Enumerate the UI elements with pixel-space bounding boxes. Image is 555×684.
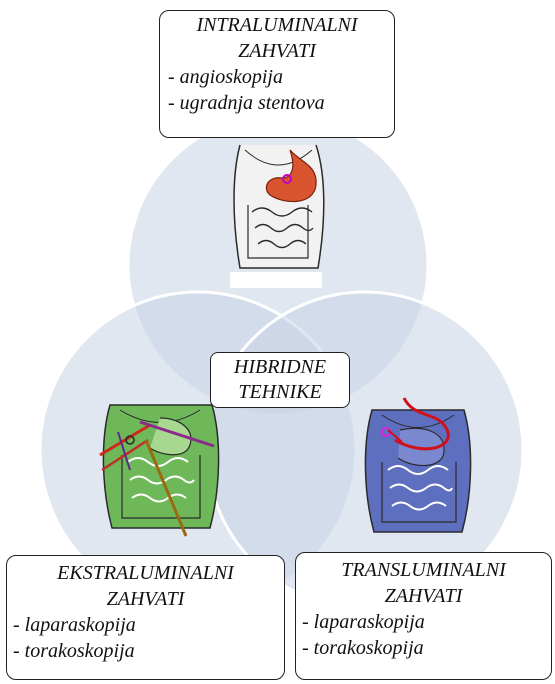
transluminal-box: TRANSLUMINALNI ZAHVATI - laparaskopija -…: [295, 552, 552, 680]
extraluminal-title-line-1: EKSTRALUMINALNI: [13, 560, 278, 586]
intraluminal-box: INTRALUMINALNI ZAHVATI - angioskopija - …: [159, 10, 395, 138]
extraluminal-title-line-2: ZAHVATI: [13, 586, 278, 612]
intraluminal-title-line-1: INTRALUMINALNI: [168, 12, 386, 38]
torso-extraluminal-icon: [100, 405, 219, 536]
hybrid-title-line-2: TEHNIKE: [215, 380, 345, 405]
intraluminal-item-stents: - ugradnja stentova: [168, 90, 386, 116]
transluminal-item-laparoscopy: - laparaskopija: [302, 609, 545, 635]
intraluminal-item-angioscopy: - angioskopija: [168, 64, 386, 90]
transluminal-title-line-1: TRANSLUMINALNI: [302, 557, 545, 583]
hybrid-title-line-1: HIBRIDNE: [215, 355, 345, 380]
hybrid-techniques-box: HIBRIDNE TEHNIKE: [210, 352, 350, 408]
extraluminal-item-thoracoscopy: - torakoskopija: [13, 638, 278, 664]
transluminal-item-thoracoscopy: - torakoskopija: [302, 635, 545, 661]
transluminal-title-line-2: ZAHVATI: [302, 583, 545, 609]
extraluminal-box: EKSTRALUMINALNI ZAHVATI - laparaskopija …: [6, 555, 285, 680]
torso-transluminal-icon: [365, 398, 470, 532]
extraluminal-item-laparoscopy: - laparaskopija: [13, 612, 278, 638]
intraluminal-title-line-2: ZAHVATI: [168, 38, 386, 64]
torso-intraluminal-icon: [230, 145, 324, 288]
